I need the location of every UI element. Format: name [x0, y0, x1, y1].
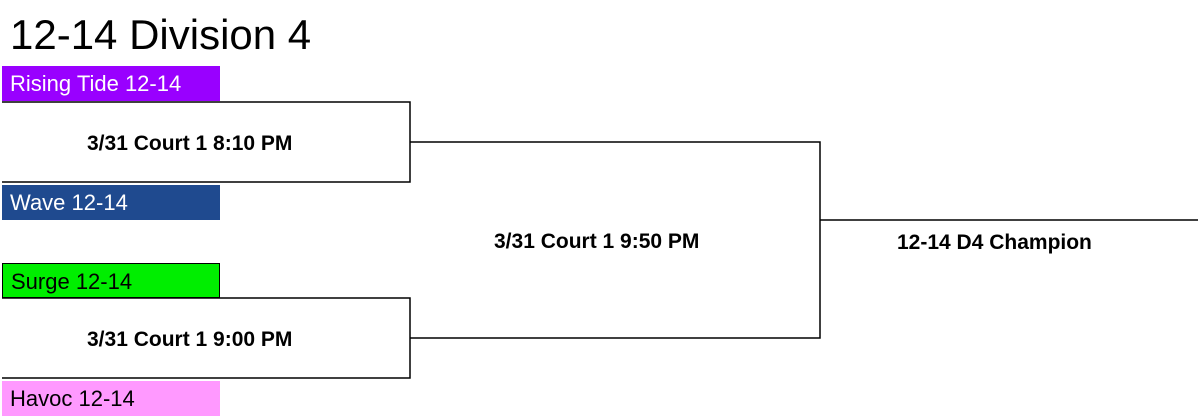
game2-label: 3/31 Court 1 9:00 PM [87, 328, 293, 351]
champion-label: 12-14 D4 Champion [897, 231, 1092, 254]
page-title: 12-14 Division 4 [10, 11, 312, 58]
team-slot-surge[interactable]: Surge 12-14 [2, 263, 220, 298]
team-slot-havoc[interactable]: Havoc 12-14 [2, 381, 220, 416]
game1-label: 3/31 Court 1 8:10 PM [87, 132, 293, 155]
final-bracket-line [410, 141, 821, 339]
team-slot-rising-tide[interactable]: Rising Tide 12-14 [2, 66, 220, 101]
final-game-label: 3/31 Court 1 9:50 PM [494, 230, 700, 253]
team-slot-wave[interactable]: Wave 12-14 [2, 185, 220, 220]
